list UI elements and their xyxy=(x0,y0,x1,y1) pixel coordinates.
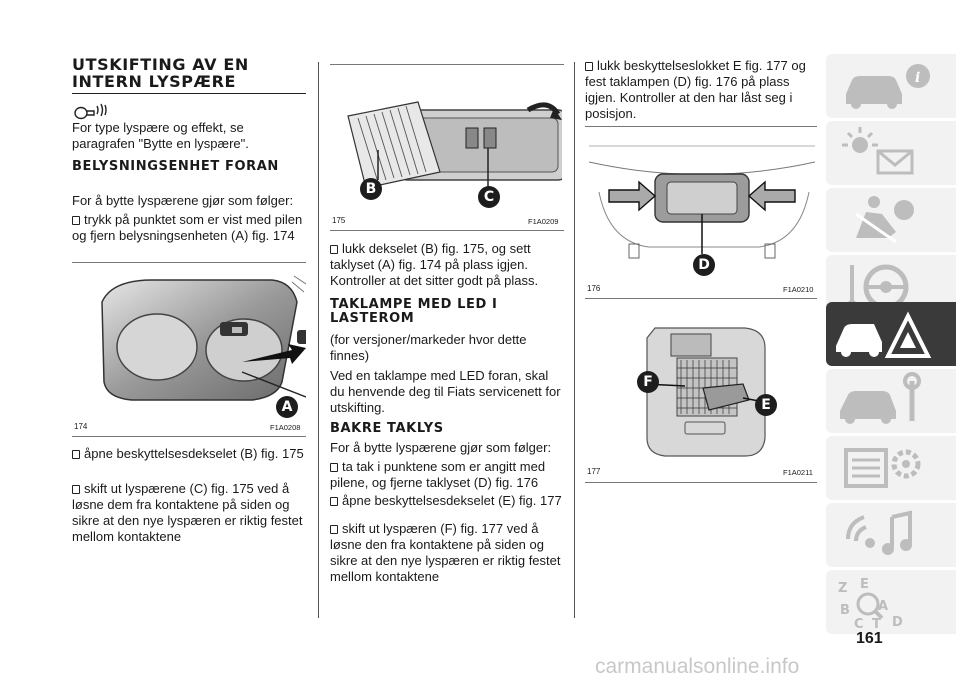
bullet-item: skift ut lyspærene (C) fig. 175 ved å lø… xyxy=(72,481,303,544)
technical-data-icon xyxy=(844,448,921,488)
car-info-icon: i xyxy=(846,64,930,109)
sidebar-tab-technical-data[interactable] xyxy=(826,436,956,500)
bullet-item: åpne beskyttelsesdekselet (E) fig. 177 xyxy=(330,493,564,509)
checkbox-bullet-icon xyxy=(330,525,338,534)
checkbox-bullet-icon xyxy=(72,485,80,494)
figure-177-image xyxy=(644,327,776,457)
figure-175-number: 175 xyxy=(332,216,346,225)
figure-176-ref: F1A0210 xyxy=(783,285,814,294)
sidebar-tab-multimedia[interactable] xyxy=(826,503,956,567)
bullet-item: trykk på punktet som er vist med pilen o… xyxy=(72,212,303,243)
section-heading-led-cargo: TAKLAMPE MED LED I LASTEROM xyxy=(330,297,498,326)
column-divider-1 xyxy=(318,62,319,618)
svg-text:C: C xyxy=(854,617,864,632)
main-heading: UTSKIFTING AV EN INTERN LYSPÆRE xyxy=(72,55,249,91)
figure-rule xyxy=(330,64,564,65)
figure-175-ref: F1A0209 xyxy=(528,217,559,226)
svg-text:A: A xyxy=(878,599,888,614)
callout-b: B xyxy=(360,178,382,200)
car-service-icon xyxy=(840,372,921,424)
sidebar-tab-warning-lights[interactable] xyxy=(826,121,956,185)
figure-175-image xyxy=(347,101,562,190)
column-divider-2 xyxy=(574,62,575,618)
checkbox-bullet-icon xyxy=(330,463,338,472)
figure-rule xyxy=(330,230,564,231)
sidebar-tab-safety[interactable] xyxy=(826,188,956,252)
callout-f: F xyxy=(637,371,659,393)
figure-rule xyxy=(585,298,817,299)
bulb-icon xyxy=(74,103,107,120)
warning-lights-icon xyxy=(842,127,914,175)
led-cargo-note: (for versjoner/markeder hvor dette finne… xyxy=(330,332,527,363)
figure-177-number: 177 xyxy=(587,467,601,476)
callout-c: C xyxy=(478,186,500,208)
figure-rule xyxy=(72,436,306,437)
page-number: 161 xyxy=(856,630,883,647)
airbag-safety-icon xyxy=(855,196,914,244)
section-heading-front-light: BELYSNINGSENHET FORAN xyxy=(72,159,279,174)
svg-text:B: B xyxy=(840,603,850,618)
figure-rule xyxy=(72,262,306,263)
svg-text:E: E xyxy=(860,577,869,592)
intro-text: For type lyspære og effekt, se paragrafe… xyxy=(72,120,249,151)
checkbox-bullet-icon xyxy=(330,245,338,254)
svg-text:Z: Z xyxy=(838,581,847,596)
checkbox-bullet-icon xyxy=(72,216,80,225)
led-cargo-text: Ved en taklampe med LED foran, skal du h… xyxy=(330,368,561,415)
checkbox-bullet-icon xyxy=(585,62,593,71)
bullet-item: åpne beskyttelsesdekselet (B) fig. 175 xyxy=(72,446,306,462)
bullet-item: ta tak i punktene som er angitt med pile… xyxy=(330,459,546,490)
multimedia-icon xyxy=(846,510,912,555)
svg-text:D: D xyxy=(892,615,903,630)
checkbox-bullet-icon xyxy=(72,450,80,459)
callout-e: E xyxy=(755,394,777,416)
callout-a: A xyxy=(276,396,298,418)
bullet-item: skift ut lyspæren (F) fig. 177 ved å løs… xyxy=(330,521,561,584)
figure-rule xyxy=(585,482,817,483)
watermark-text[interactable]: carmanualsonline.info xyxy=(595,655,800,678)
bullet-item: lukk dekselet (B) fig. 175, og sett takl… xyxy=(330,241,539,288)
callout-d: D xyxy=(693,254,715,276)
section-front-intro: For å bytte lyspærene gjør som følger: xyxy=(72,193,294,208)
section-heading-rear-light: BAKRE TAKLYS xyxy=(330,421,444,436)
figure-176-number: 176 xyxy=(587,284,601,293)
svg-text:i: i xyxy=(915,70,920,86)
bullet-item: lukk beskyttelseslokket E fig. 177 og fe… xyxy=(585,58,806,121)
sidebar-tab-car-info[interactable]: i xyxy=(826,54,956,118)
figure-174-image xyxy=(101,275,306,401)
main-heading-wrap: UTSKIFTING AV EN INTERN LYSPÆRE xyxy=(72,56,306,94)
figure-174-ref: F1A0208 xyxy=(270,423,301,432)
svg-text:T: T xyxy=(872,617,881,632)
emergency-triangle-icon xyxy=(836,311,932,358)
figure-176-image xyxy=(589,145,815,259)
figure-rule xyxy=(585,126,817,127)
rear-light-intro: For å bytte lyspærene gjør som følger: xyxy=(330,440,552,455)
sidebar-tab-maintenance[interactable] xyxy=(826,369,956,433)
sidebar-tab-emergency[interactable] xyxy=(826,302,956,366)
checkbox-bullet-icon xyxy=(330,497,338,506)
figure-174-number: 174 xyxy=(74,422,88,431)
figure-177-ref: F1A0211 xyxy=(783,468,813,477)
